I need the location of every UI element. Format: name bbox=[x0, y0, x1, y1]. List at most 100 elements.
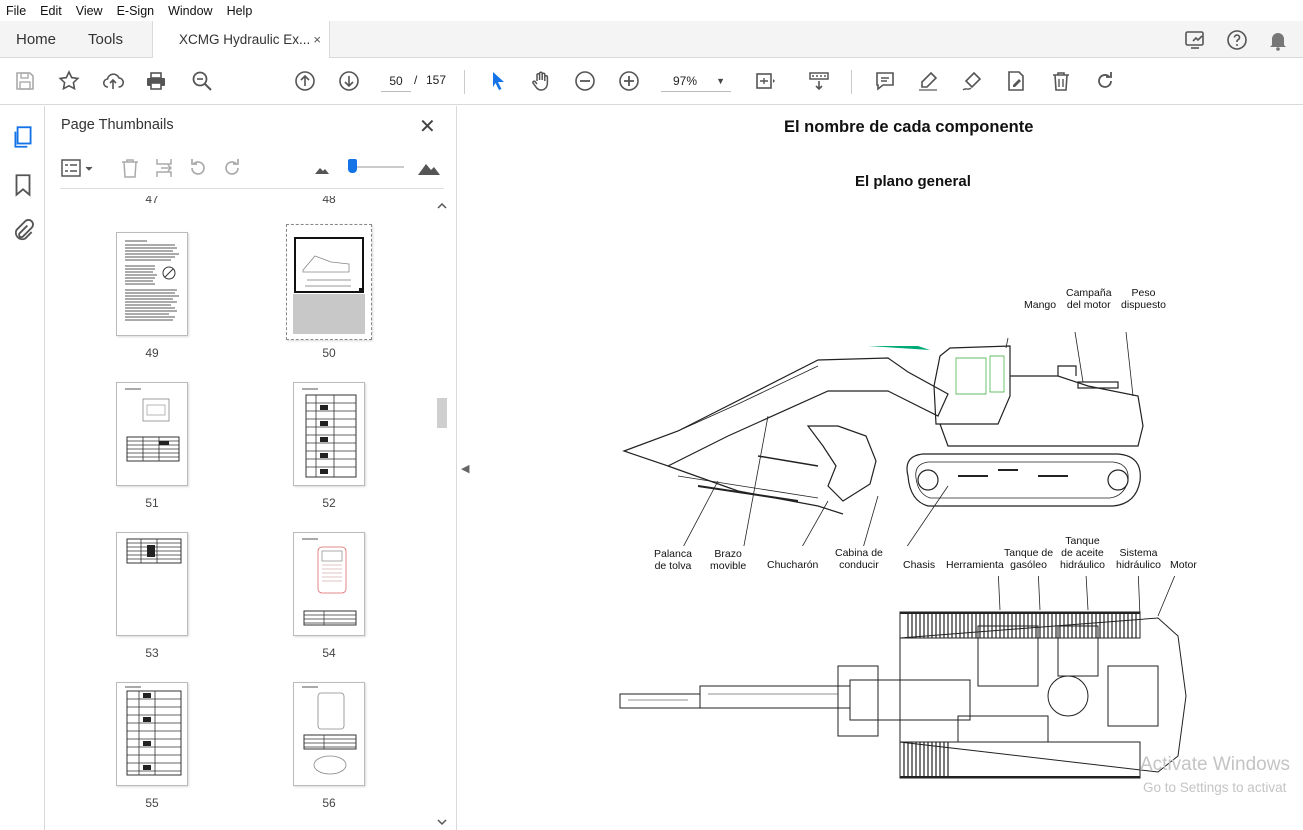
toolbar-divider bbox=[464, 70, 465, 94]
zoom-out-icon[interactable] bbox=[572, 68, 598, 94]
tab-tools[interactable]: Tools bbox=[88, 31, 124, 48]
windows-watermark-subtitle: Go to Settings to activat bbox=[1143, 780, 1287, 795]
chevron-down-icon: ▼ bbox=[716, 76, 725, 86]
thumbnail-size-slider[interactable] bbox=[348, 166, 404, 168]
label-cabina-conducir: Cabina de conducir bbox=[835, 547, 883, 571]
document-heading: El nombre de cada componente bbox=[784, 118, 1034, 136]
page-label-49: 49 bbox=[145, 346, 159, 360]
select-cursor-icon[interactable] bbox=[485, 68, 511, 94]
page-label-55: 55 bbox=[145, 796, 159, 810]
thumbnail-scrollbar[interactable] bbox=[435, 198, 449, 830]
windows-watermark-title: Activate Windows bbox=[1140, 754, 1290, 775]
label-motor: Motor bbox=[1170, 559, 1197, 571]
label-tanque-aceite: Tanque de aceite hidráulico bbox=[1060, 535, 1105, 571]
upload-cloud-icon[interactable] bbox=[100, 68, 126, 94]
close-tab-icon[interactable]: × bbox=[313, 32, 321, 47]
label-chasis: Chasis bbox=[903, 559, 936, 571]
page-label-52: 52 bbox=[322, 496, 336, 510]
comment-icon[interactable] bbox=[872, 68, 898, 94]
page-fit-icon[interactable] bbox=[752, 68, 778, 94]
excavator-top-view-drawing bbox=[619, 576, 1187, 779]
thumbnail-options-icon[interactable] bbox=[60, 156, 96, 180]
page-label-53: 53 bbox=[145, 646, 159, 660]
thumbnail-page-51[interactable] bbox=[116, 382, 188, 486]
main-toolbar: 50 / 157 97% ▼ bbox=[0, 58, 1303, 105]
toolbar-divider bbox=[851, 70, 852, 94]
menu-window[interactable]: Window bbox=[168, 3, 213, 18]
notification-bell-icon[interactable] bbox=[1266, 28, 1290, 52]
delete-page-icon[interactable] bbox=[118, 156, 144, 180]
page-label-56: 56 bbox=[322, 796, 336, 810]
previous-page-icon[interactable] bbox=[292, 68, 318, 94]
slider-handle[interactable] bbox=[348, 159, 357, 173]
label-mango: Mango bbox=[1024, 299, 1057, 311]
scroll-down-icon bbox=[437, 819, 447, 826]
scroll-up-icon bbox=[437, 202, 447, 209]
document-subheading: El plano general bbox=[855, 173, 971, 190]
thumbnail-page-50-selected[interactable] bbox=[286, 224, 372, 340]
label-sistema-hidraulico: Sistema hidráulico bbox=[1116, 547, 1161, 571]
next-page-icon[interactable] bbox=[336, 68, 362, 94]
left-navigation-rail bbox=[0, 106, 45, 830]
excavator-side-view-drawing bbox=[622, 331, 1144, 546]
label-campana-motor: Campaña del motor bbox=[1066, 287, 1112, 311]
thumbnail-page-52[interactable] bbox=[293, 382, 365, 486]
page-label-50: 50 bbox=[322, 346, 336, 360]
scrollbar-thumb[interactable] bbox=[437, 398, 447, 428]
thumbnail-page-56[interactable] bbox=[293, 682, 365, 786]
rotate-left-icon[interactable] bbox=[186, 156, 212, 180]
large-mountain-icon[interactable] bbox=[416, 156, 442, 180]
page-label-48: 48 bbox=[322, 196, 336, 206]
help-icon[interactable] bbox=[1225, 28, 1249, 52]
redo-icon[interactable] bbox=[1092, 68, 1118, 94]
scroll-mode-icon[interactable] bbox=[806, 68, 832, 94]
page-label-47: 47 bbox=[145, 196, 159, 206]
small-mountain-icon[interactable] bbox=[312, 156, 332, 180]
save-icon[interactable] bbox=[12, 68, 38, 94]
document-viewer[interactable]: ◀ El nombre de cada componente El plano … bbox=[458, 106, 1303, 830]
thumbnail-page-53[interactable] bbox=[116, 532, 188, 636]
tab-bar: Home Tools XCMG Hydraulic Ex... × bbox=[0, 21, 1303, 58]
thumbnail-page-55[interactable] bbox=[116, 682, 188, 786]
menu-edit[interactable]: Edit bbox=[40, 3, 62, 18]
attachment-paperclip-icon[interactable] bbox=[10, 218, 36, 244]
page-separator: / bbox=[414, 73, 418, 87]
menu-view[interactable]: View bbox=[75, 3, 103, 18]
menu-help[interactable]: Help bbox=[226, 3, 253, 18]
rotate-right-icon[interactable] bbox=[220, 156, 246, 180]
label-tanque-gasoleo: Tanque de gasóleo bbox=[1004, 547, 1054, 571]
tab-home[interactable]: Home bbox=[16, 31, 57, 48]
menu-file[interactable]: File bbox=[6, 3, 27, 18]
fill-sign-icon[interactable] bbox=[1003, 68, 1029, 94]
thumbnail-page-49[interactable] bbox=[116, 232, 188, 336]
print-icon[interactable] bbox=[143, 68, 169, 94]
panel-title: Page Thumbnails bbox=[61, 117, 174, 133]
zoom-search-icon[interactable] bbox=[189, 68, 215, 94]
hand-tool-icon[interactable] bbox=[528, 68, 554, 94]
thumbnail-page-54[interactable] bbox=[293, 532, 365, 636]
panel-divider bbox=[60, 188, 444, 189]
tab-document[interactable]: XCMG Hydraulic Ex... × bbox=[152, 21, 330, 58]
zoom-level-select[interactable]: 97% ▼ bbox=[661, 70, 731, 92]
label-herramienta: Herramienta bbox=[946, 559, 1004, 571]
page-total: 157 bbox=[426, 73, 447, 87]
bookmark-star-icon[interactable] bbox=[56, 68, 82, 94]
page-label-54: 54 bbox=[322, 646, 336, 660]
bookmark-icon[interactable] bbox=[10, 172, 36, 198]
page-thumbnails-icon[interactable] bbox=[10, 124, 36, 150]
insert-page-icon[interactable] bbox=[152, 156, 178, 180]
page-label-51: 51 bbox=[145, 496, 159, 510]
menu-esign[interactable]: E-Sign bbox=[116, 3, 155, 18]
draw-freehand-icon[interactable] bbox=[959, 68, 985, 94]
close-panel-icon[interactable]: ✕ bbox=[419, 116, 436, 138]
label-chucharon: Chucharón bbox=[767, 559, 819, 571]
label-brazo-movible: Brazo movible bbox=[710, 548, 747, 572]
collapse-panel-icon[interactable]: ◀ bbox=[461, 463, 470, 475]
delete-trash-icon[interactable] bbox=[1048, 68, 1074, 94]
zoom-in-icon[interactable] bbox=[616, 68, 642, 94]
page-number-input[interactable]: 50 bbox=[381, 70, 411, 92]
tab-document-label: XCMG Hydraulic Ex... bbox=[179, 32, 311, 47]
share-screen-icon[interactable] bbox=[1183, 28, 1207, 52]
highlight-pen-icon[interactable] bbox=[915, 68, 941, 94]
label-palanca-tolva: Palanca de tolva bbox=[654, 548, 692, 572]
